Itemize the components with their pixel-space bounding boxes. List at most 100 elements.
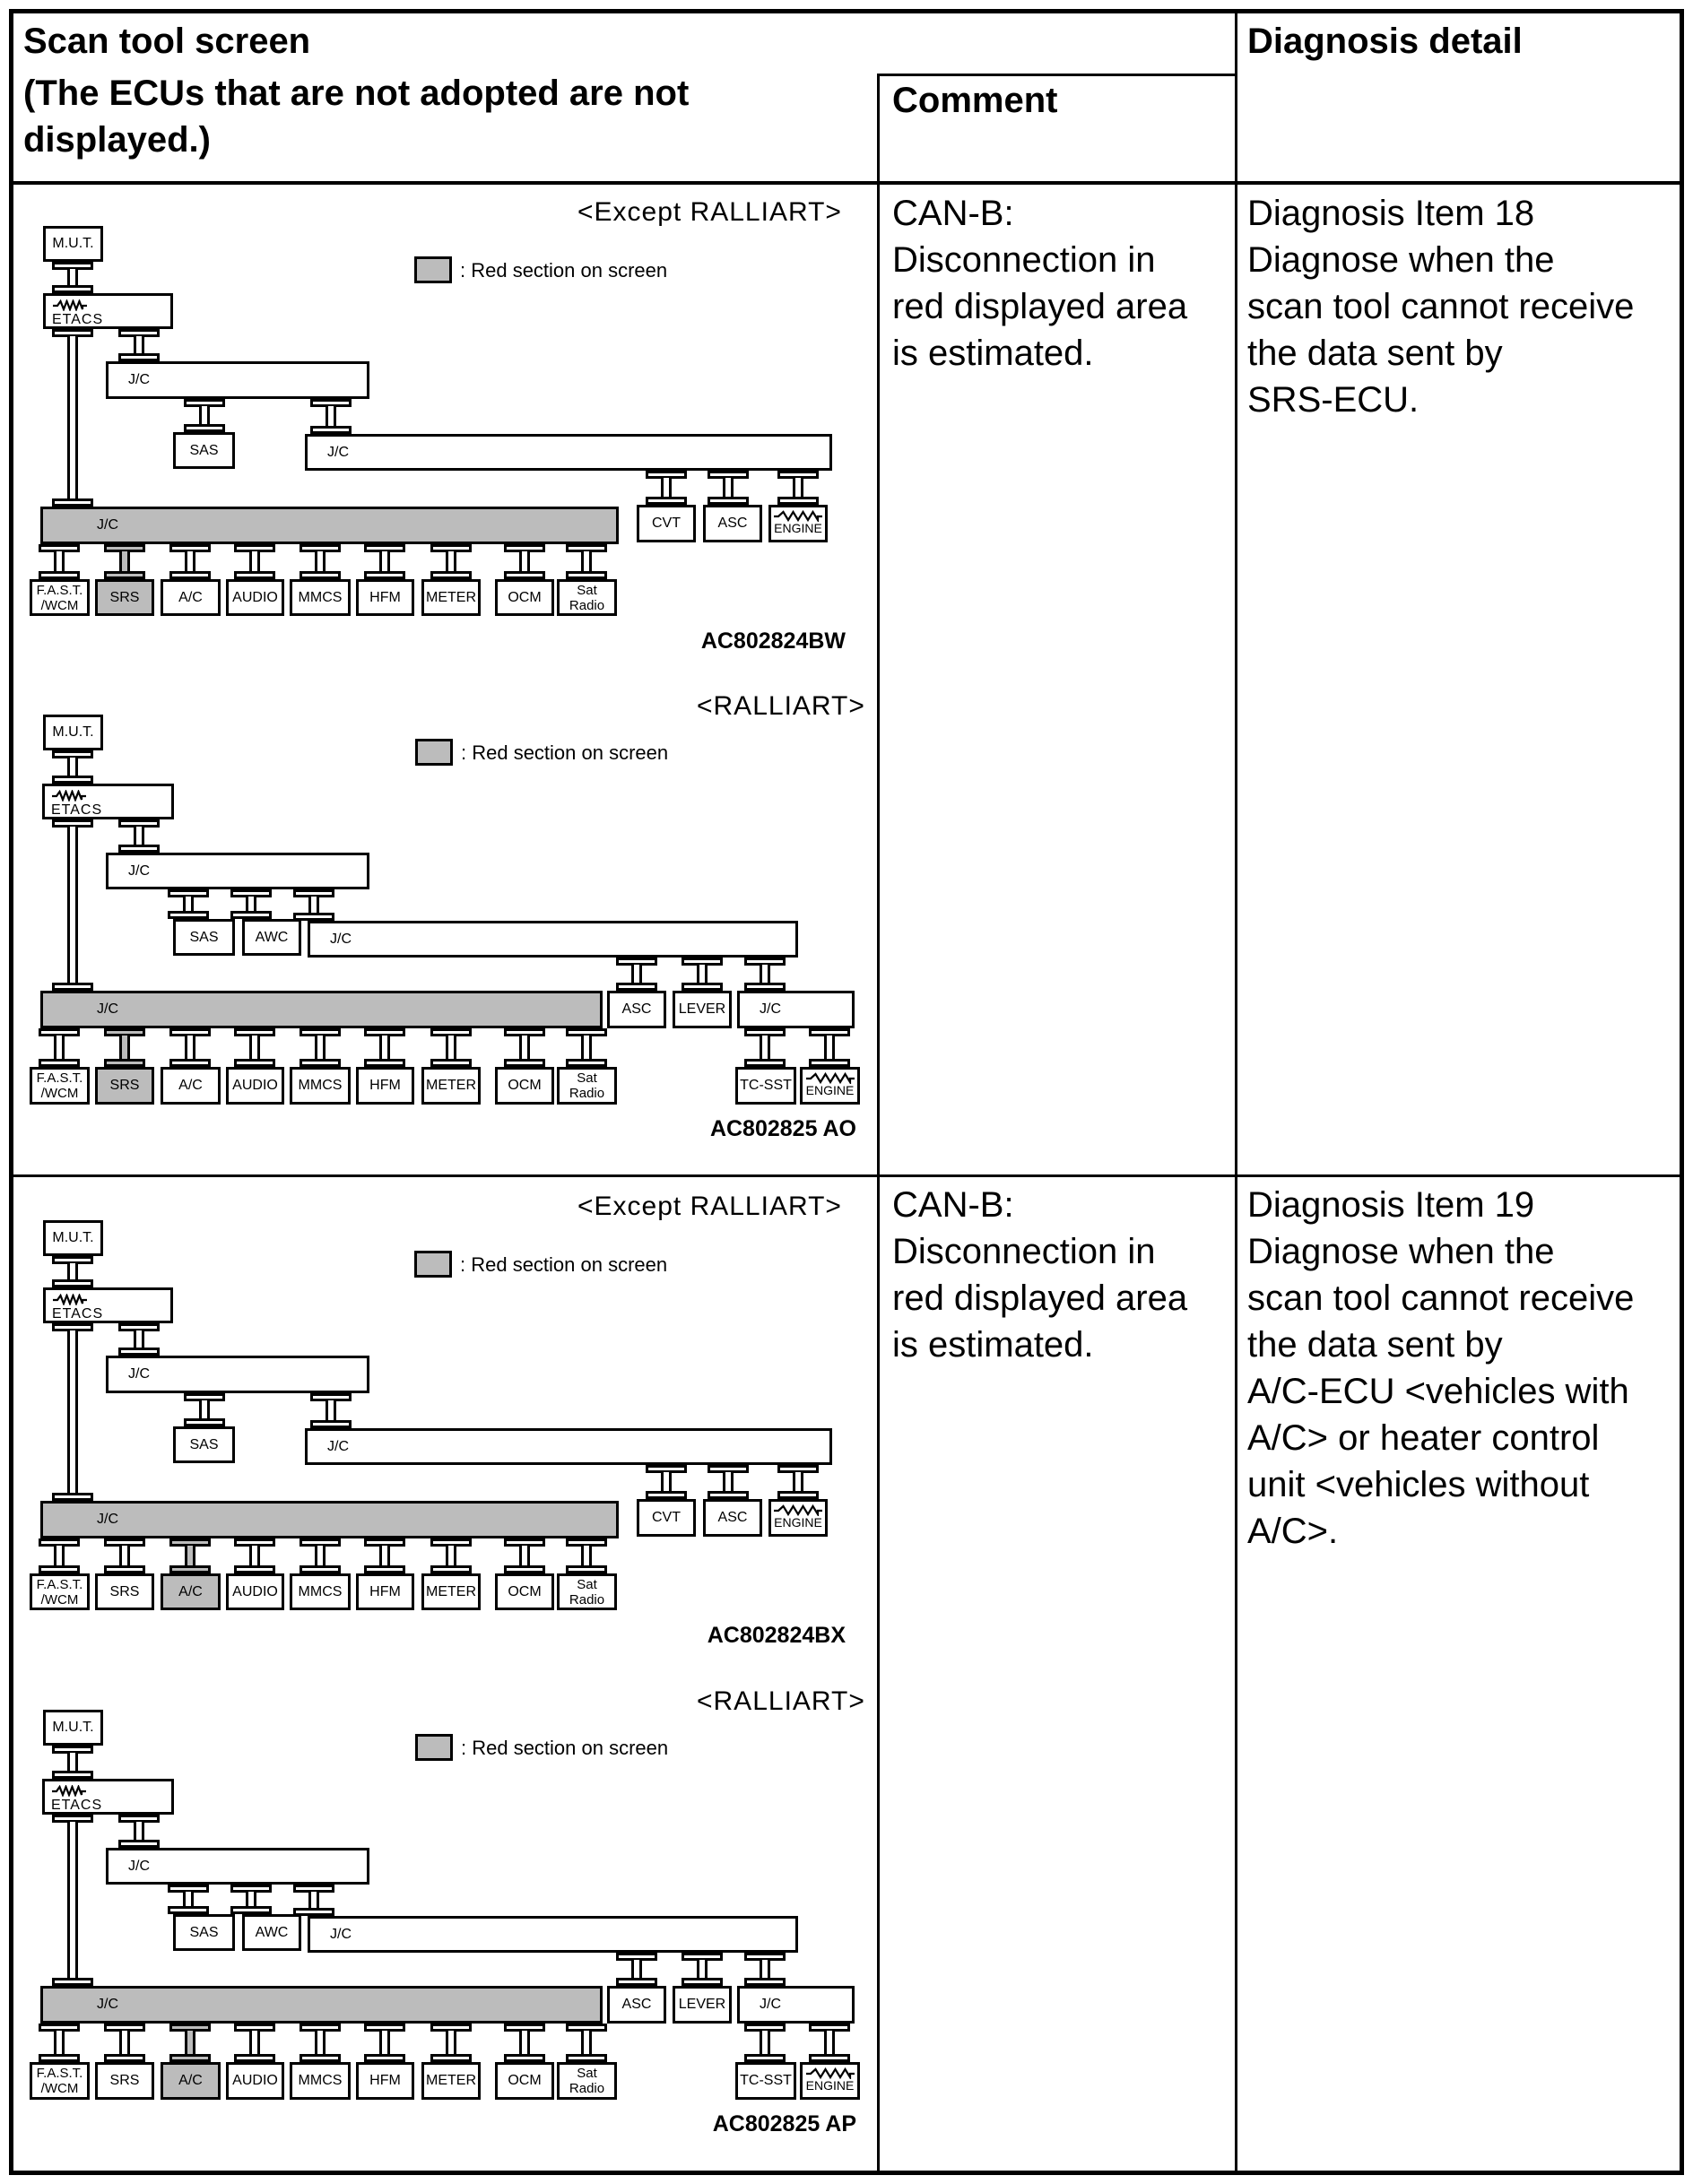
connector-lines [661,1472,672,1492]
connector-stub [169,544,211,552]
ecu-box-label: Sat Radio [569,1576,605,1608]
connector-stub [104,1538,145,1547]
connector-lines [723,478,734,498]
connector-stub [169,1565,211,1573]
connector-stub [118,845,160,853]
header-bottom-rule [13,181,1680,185]
bus-connector [52,1746,93,1779]
connector-stub [809,1059,850,1067]
connector-lines [199,1400,210,1419]
connector-stub [777,497,819,505]
ecu-box-label: F.A.S.T. /WCM [36,2066,83,2096]
connector-lines [54,1546,65,1566]
ecu-box-awc: AWC [242,919,301,956]
connector-stub [39,2054,80,2062]
connector-lines [519,2031,530,2055]
connector-lines [134,1330,144,1348]
connector-stub [682,1953,723,1961]
ecu-box-jc3: J/C [737,1986,855,2024]
ecu-box-etacs: ETACS [43,293,173,329]
ecu-box-tcsst: TC-SST [735,2062,796,2100]
connector-lines [67,827,78,984]
connector-stub [293,913,334,921]
ecu-box-meter: METER [421,2062,481,2100]
ecu-box-label: J/C [330,931,352,947]
bus-connector [777,1465,819,1499]
ecu-box-label: A/C [178,589,203,605]
ecu-box-sas: SAS [173,919,235,956]
connector-stub [39,1059,80,1067]
ecu-box-mut: M.U.T. [43,715,103,750]
ecu-box-hfm: HFM [356,2062,414,2100]
connector-lines [134,827,144,845]
ecu-box-label: CVT [652,1510,681,1525]
row-divider-rule [13,1174,1680,1177]
bus-connector [52,329,93,507]
ecu-box-label: M.U.T. [52,724,94,740]
ecu-box-label: OCM [508,589,542,605]
comment-row1: CAN-B: Disconnection in red displayed ar… [892,194,1188,373]
ecu-box-label: OCM [508,2073,542,2088]
connector-stub [616,958,657,966]
table-outer-border [9,9,1684,2175]
ecu-box-label: ASC [717,1510,748,1525]
connector-stub [744,1028,786,1036]
connector-stub [364,1565,405,1573]
connector-stub [310,399,352,407]
bus-connector [616,1953,657,1986]
connector-stub [39,571,80,579]
connector-lines [67,336,78,499]
ecu-box-jcg: J/C [40,1501,619,1538]
ecu-box-hfm: HFM [356,1573,414,1610]
connector-stub [364,1538,405,1547]
connector-lines [185,1036,195,1060]
connector-lines [446,1036,456,1060]
connector-lines [249,2031,260,2055]
bus-connector [52,1323,93,1501]
connector-stub [364,2054,405,2062]
connector-stub [300,2024,341,2032]
connector-stub [52,819,93,828]
diagram-code-label: AC802824BW [700,628,846,654]
connector-stub [184,1418,225,1426]
ecu-box-label: LEVER [678,1997,726,2012]
connector-stub [118,353,160,361]
ecu-box-jcg: J/C [40,991,603,1028]
ecu-box-label: HFM [369,1583,401,1599]
legend-label: : Red section on screen [461,741,669,764]
bus-connector [430,2024,472,2062]
connector-stub [744,2024,786,2032]
connector-stub [430,1059,472,1067]
connector-stub [184,399,225,407]
ecu-box-srs: SRS [95,2062,154,2100]
connector-stub [52,262,93,270]
ecu-box-jc2: J/C [308,921,798,958]
connector-stub [708,1491,749,1499]
ecu-box-fast: F.A.S.T. /WCM [30,579,90,616]
connector-stub [364,1059,405,1067]
bus-connector [566,2024,607,2062]
column-divider-2 [1235,13,1237,2171]
ecu-box-label: ENGINE [774,1515,822,1530]
bus-connector [234,1028,275,1067]
ecu-box-label: SRS [109,1583,140,1599]
connector-stub [364,2024,405,2032]
bus-connector [104,1028,145,1067]
ecu-box-asc: ASC [703,505,762,542]
connector-stub [184,424,225,432]
connector-stub [104,1565,145,1573]
ecu-box-satradio: Sat Radio [557,1067,617,1105]
ecu-box-label: ETACS [51,1798,103,1813]
ecu-box-label: F.A.S.T. /WCM [36,1070,83,1101]
connector-stub [616,983,657,991]
connector-stub [52,1323,93,1331]
connector-lines [183,1892,194,1907]
connector-stub [168,911,209,919]
connector-lines [67,758,78,776]
ecu-box-asc: ASC [607,1986,666,2024]
connector-stub [234,1059,275,1067]
ecu-box-jcg: J/C [40,1986,603,2024]
connector-lines [67,269,78,286]
diagram-code-label: AC802824BX [707,1623,846,1648]
